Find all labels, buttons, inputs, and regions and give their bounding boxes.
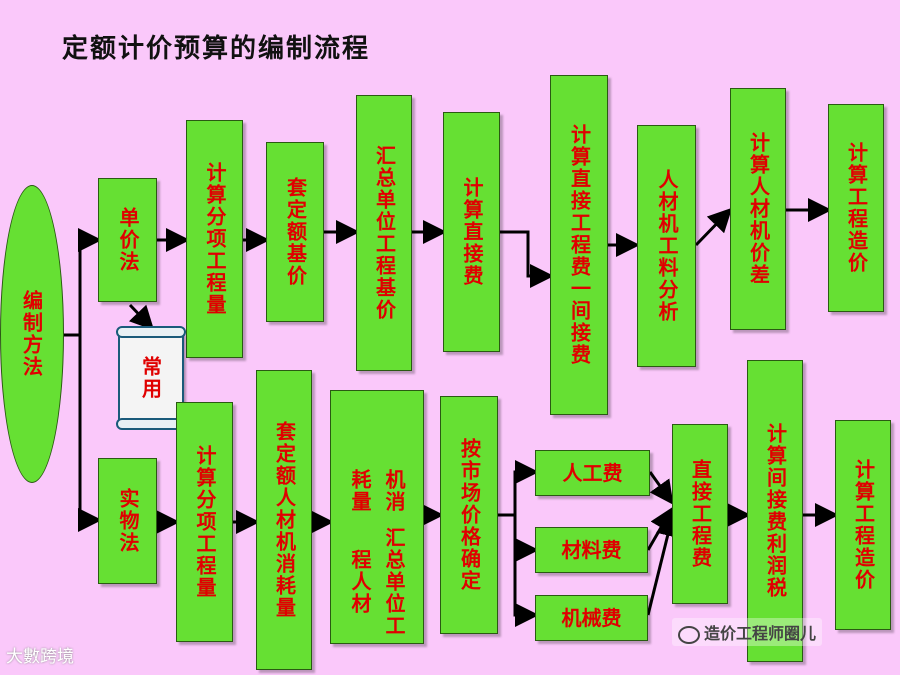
- apply-base-label: 套定额基价: [283, 177, 308, 287]
- sum-consumption-a: 汇总单位工程人材: [348, 527, 406, 638]
- watermark-left: 大數跨境: [6, 647, 74, 667]
- calc-items-bottom-label: 计算分项工程量: [193, 445, 217, 599]
- method-oval: 编制方法: [0, 185, 64, 483]
- box-total-cost-top: 计算工程造价: [828, 104, 884, 312]
- calc-direct-label: 计算直接费: [460, 177, 484, 287]
- machine-label: 机械费: [561, 605, 622, 630]
- box-price-diff: 计算人材机价差: [730, 88, 786, 330]
- page-title: 定额计价预算的编制流程: [62, 34, 371, 64]
- physical-label: 实物法: [116, 488, 140, 554]
- box-market-price: 按市场价格确定: [440, 396, 498, 634]
- market-price-label: 按市场价格确定: [457, 438, 482, 592]
- box-apply-quota: 套定额人材机消耗量: [256, 370, 312, 670]
- box-direct-eng: 直接工程费: [672, 424, 728, 604]
- total-cost-bottom-label: 计算工程造价: [851, 459, 876, 591]
- direct-indirect-label: 计算直接工程费一间接费: [567, 124, 592, 366]
- box-analysis: 人材机工料分析: [637, 125, 696, 367]
- analysis-label: 人材机工料分析: [655, 169, 679, 323]
- common-scroll-tag: 常用: [116, 326, 186, 430]
- box-sum-consumption: 汇总单位工程人材 机消耗量: [330, 390, 424, 644]
- watermark-right: 造价工程师圈儿: [672, 618, 823, 646]
- price-diff-label: 计算人材机价差: [746, 132, 771, 286]
- total-cost-top-label: 计算工程造价: [844, 142, 869, 274]
- box-total-cost-bottom: 计算工程造价: [835, 420, 891, 630]
- watermark-right-text: 造价工程师圈儿: [704, 624, 817, 643]
- box-apply-base: 套定额基价: [266, 142, 324, 322]
- box-direct-indirect: 计算直接工程费一间接费: [550, 75, 608, 415]
- box-calc-items-bottom: 计算分项工程量: [176, 402, 233, 642]
- box-indirect-profit: 计算间接费利润税: [747, 360, 803, 662]
- box-calc-items-top: 计算分项工程量: [186, 120, 243, 358]
- box-calc-direct: 计算直接费: [443, 112, 500, 352]
- apply-quota-label: 套定额人材机消耗量: [272, 421, 297, 619]
- box-physical: 实物法: [98, 458, 157, 584]
- box-sum-base: 汇总单位工程基价: [356, 95, 412, 371]
- unit-price-label: 单价法: [116, 207, 140, 273]
- calc-items-top-label: 计算分项工程量: [203, 162, 227, 316]
- sum-base-label: 汇总单位工程基价: [372, 145, 397, 321]
- labor-label: 人工费: [562, 460, 623, 485]
- method-label: 编制方法: [19, 290, 44, 378]
- indirect-profit-label: 计算间接费利润税: [763, 423, 788, 599]
- sum-consumption-b: 机消耗量: [348, 469, 406, 514]
- box-material: 材料费: [535, 527, 648, 573]
- common-label: 常用: [138, 356, 163, 400]
- box-machine: 机械费: [535, 595, 648, 641]
- direct-eng-label: 直接工程费: [688, 459, 713, 569]
- box-unit-price: 单价法: [98, 178, 157, 302]
- box-labor: 人工费: [535, 450, 650, 496]
- wechat-icon: [678, 625, 700, 644]
- material-label: 材料费: [561, 537, 622, 562]
